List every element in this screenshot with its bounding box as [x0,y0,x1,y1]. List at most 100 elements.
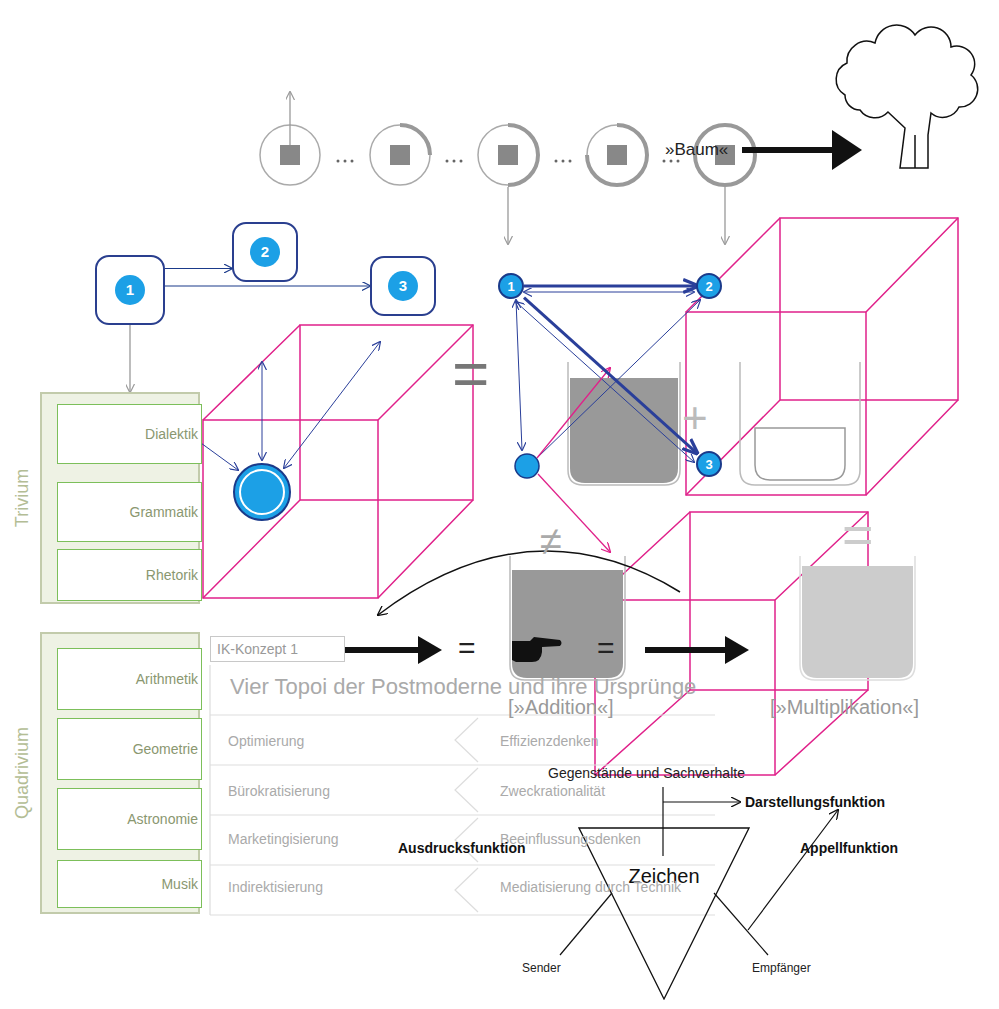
discipline-box: Astronomie [57,788,202,850]
callout-dot: 3 [696,451,722,477]
black-arrows [645,647,729,653]
node-text: Arithmetik [136,671,198,687]
text-label: Effizienzdenken [500,733,599,749]
text-label: Indirektisierung [228,879,323,895]
blue-arrows [516,302,694,462]
node-text: IK-Konzept 1 [217,641,298,657]
progress-squares [498,145,518,165]
table-lines [210,665,715,915]
text-label: ≠ [540,518,562,564]
connector [165,285,370,286]
sign-triangle: Zeichen [578,827,750,1000]
ellipsis-dots [562,160,565,163]
callout-box: 2 [232,222,298,282]
ellipsis-dots [337,160,680,163]
progress-circles [478,125,538,185]
connector [524,298,696,453]
node-text: Grammatik [130,504,198,520]
text-label: = [452,338,489,412]
progress-squares [607,145,627,165]
gray-arrows [290,92,725,244]
gray-arrows [507,187,508,244]
baum-arrow [742,130,862,170]
ellipsis-dots [337,160,340,163]
node-text: 2 [250,237,280,267]
progress-circles [587,125,647,185]
text-label: = [458,631,476,666]
curved-arrow [378,551,680,615]
ellipsis-dots [677,160,680,163]
group-band: TriviumDialektikGrammatikRhetorik [40,392,200,604]
ellipsis-dots [344,160,347,163]
blue-arrows [135,292,700,470]
discipline-box: Dialektik [57,404,202,464]
text-label: Empfänger [752,962,811,976]
text-label: [»Addition«] [508,696,614,719]
gray-arrows [724,187,725,244]
ellipsis-dots [663,160,666,163]
progress-circles [260,125,755,185]
glasses [740,362,860,485]
baum-arrow [742,147,838,153]
organon-lines [560,893,612,955]
text-label: Darstellungsfunktion [745,794,885,810]
text-label: + [682,393,708,444]
text-label: »Baum« [665,140,728,160]
node-text: Rhetorik [146,567,198,583]
black-arrows [338,636,749,664]
blue-dots [515,454,539,478]
text-label: Appellfunktion [800,840,898,856]
glasses [570,378,678,483]
cubes [203,325,473,598]
blue-dots [234,464,290,520]
glasses [510,362,915,680]
text-label: = [597,631,615,666]
progress-circles [587,125,647,185]
glasses [755,428,845,480]
text-label: Gegenstände und Sachverhalte [548,765,745,781]
discipline-box: Geometrie [57,718,202,780]
callout-box: 3 [370,256,436,316]
node-text: 1 [507,279,514,294]
node-text: 3 [388,271,418,301]
tree-outline [836,25,978,168]
pointing-hand [512,637,562,662]
ellipsis-dots [670,160,673,163]
ellipsis-dots [351,160,354,163]
text-label: Optimierung [228,733,304,749]
connector [129,325,130,392]
black-arrows [725,636,749,664]
organon-lines [662,787,663,856]
node-text: Musik [161,876,198,892]
glasses [510,556,625,680]
progress-squares [280,145,300,165]
ellipsis-dots [460,160,463,163]
node-text: Dialektik [145,426,198,442]
blue-arrows [262,362,263,460]
table-lines [210,665,715,915]
node-text: Geometrie [133,741,198,757]
discipline-box: Arithmetik [57,648,202,710]
discipline-box: Rhetorik [57,549,202,601]
table-lines [455,718,478,912]
blue-arrows [284,342,380,468]
callout-dot: 2 [696,273,722,299]
triangle-outline [578,827,750,1000]
text-label: Vier Topoi der Postmoderne und ihre Ursp… [230,674,696,699]
callout-box: 1 [95,255,165,325]
ellipsis-dots [446,160,449,163]
text-label: Ausdrucksfunktion [398,840,526,856]
text-label: Zweckrationalität [500,783,605,799]
discipline-box: Grammatik [57,482,202,542]
blue-dots [240,470,284,514]
progress-squares [390,145,410,165]
blue-arrows [516,300,522,450]
baum-arrow [832,130,862,170]
organon-lines [663,801,740,802]
organon-lines [748,810,838,930]
node-text: Trivium [12,469,33,527]
pink-arrows [537,368,610,458]
triangle-outline [579,828,749,999]
organon-lines [714,893,768,955]
